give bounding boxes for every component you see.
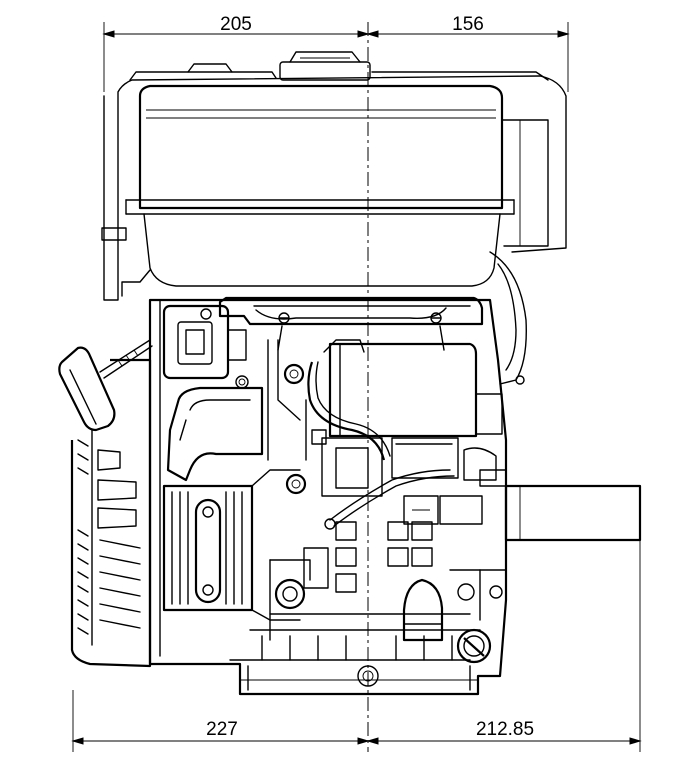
top-center-left-arrow (357, 30, 370, 38)
switch-box (162, 304, 249, 389)
governor-linkage (267, 339, 455, 530)
top-dimension-group: 205 156 (102, 14, 570, 92)
intake-elbow (166, 386, 264, 482)
output-shaft (504, 484, 642, 542)
bottom-right-dimension-label: 212.85 (476, 719, 534, 740)
bottom-right-arrow (629, 737, 642, 745)
carburetor (307, 339, 478, 497)
bottom-center-left-arrow (357, 737, 370, 745)
top-center-right-arrow (366, 30, 379, 38)
engine-block (148, 298, 508, 696)
top-left-arrow (102, 30, 115, 38)
top-left-dimension-label: 205 (220, 14, 252, 35)
recoil-starter (58, 339, 153, 668)
cooling-fins (162, 469, 301, 621)
lower-block-details (269, 521, 507, 664)
bottom-left-arrow (71, 737, 84, 745)
head-bracket (218, 296, 484, 351)
right-side-components (403, 251, 527, 525)
top-right-dimension-label: 156 (452, 14, 484, 35)
starter-handle (58, 339, 153, 432)
bottom-dimension-group: 227 212.85 (71, 540, 642, 752)
bottom-left-dimension-label: 227 (206, 719, 238, 740)
bottom-center-right-arrow (366, 737, 379, 745)
top-right-arrow (557, 30, 570, 38)
air-cleaner-housing (101, 51, 567, 301)
